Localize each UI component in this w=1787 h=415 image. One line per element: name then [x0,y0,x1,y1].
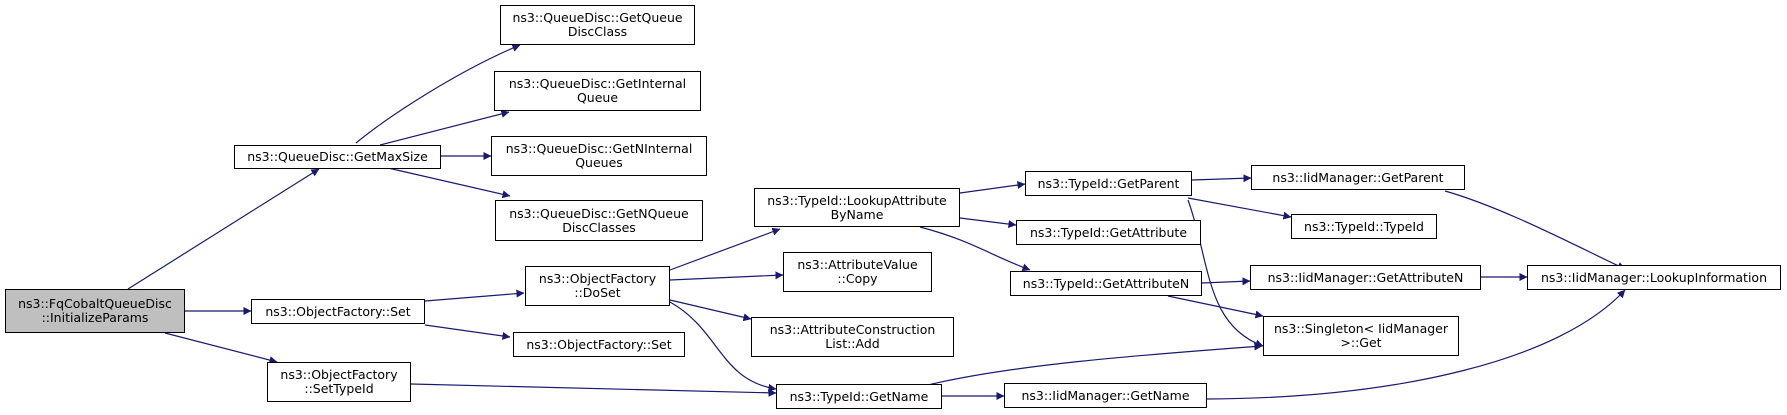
edge-set-to-set2 [424,324,511,340]
node-iidmanager-getparent[interactable]: ns3::IidManager::GetParent [1251,165,1465,190]
node-queuedisc-getqueuedisclass[interactable]: ns3::QueueDisc::GetQueue DiscClass [500,5,695,45]
node-typeid-getattribute[interactable]: ns3::TypeId::GetAttribute [1016,220,1201,245]
edge-doset-to-lookupattribute [669,227,781,271]
node-objectfactory-set[interactable]: ns3::ObjectFactory::Set [251,299,425,324]
node-label-line: ::SetTypeId [304,381,374,396]
node-label-line: ns3::ObjectFactory [280,367,398,382]
edge-getparent-to-typeid [1187,197,1292,220]
edge-getattributen-to-singleton [1167,295,1264,319]
node-iidmanager-lookupinformation[interactable]: ns3::IidManager::LookupInformation [1527,265,1781,290]
node-typeid-getparent[interactable]: ns3::TypeId::GetParent [1025,171,1192,196]
node-label-line: ns3::QueueDisc::GetMaxSize [247,149,428,164]
node-objectfactory-doset[interactable]: ns3::ObjectFactory ::DoSet [525,266,670,306]
edge-getname-to-singleton [927,342,1263,386]
node-label-line: ::Copy [837,271,878,286]
edge-doset-to-acladd [669,299,752,322]
node-label-line: ::InitializeParams [41,310,149,325]
node-label-line: ns3::IidManager::GetParent [1272,169,1444,185]
node-label-line: Queues [575,155,623,170]
edge-initparams-to-settypeid [164,332,278,364]
node-label-line: ns3::AttributeValue [797,257,918,272]
node-queuedisc-getninternalqueues[interactable]: ns3::QueueDisc::GetNInternal Queues [491,136,707,176]
node-label-line: ns3::TypeId::LookupAttribute [767,192,947,208]
node-label-line: ns3::TypeId::TypeId [1304,218,1424,234]
edge-getmaxsize-to-getinternalqueue [379,110,510,146]
node-label-line: ns3::TypeId::GetAttribute [1029,224,1188,240]
node-typeid-getname[interactable]: ns3::TypeId::GetName [776,384,942,409]
edge-doset-to-avcopy [669,271,784,281]
node-attributeconstructionlist-add[interactable]: ns3::AttributeConstruction List::Add [751,317,954,357]
edge-lookup-to-getattribute [959,217,1017,229]
edge-doset-to-getname [669,301,777,392]
node-iidmanager-getname[interactable]: ns3::IidManager::GetName [1004,383,1207,408]
edge-set-to-doset [424,289,525,302]
node-label-line: DiscClass [567,24,628,39]
edge-initparams-to-getmaxsize [127,168,320,290]
node-label-line: ns3::ObjectFactory::Set [526,336,672,352]
node-label-line: ::DoSet [574,285,621,300]
node-queuedisc-getnqueuedisclasses[interactable]: ns3::QueueDisc::GetNQueue DiscClasses [495,200,703,241]
node-queuedisc-getinternalqueue[interactable]: ns3::QueueDisc::GetInternal Queue [494,71,701,111]
node-objectfactory-settypeid[interactable]: ns3::ObjectFactory ::SetTypeId [267,362,411,402]
node-label-line: ns3::QueueDisc::GetQueue [512,10,683,25]
node-objectfactory-set-2[interactable]: ns3::ObjectFactory::Set [513,332,685,357]
node-label-line: ns3::ObjectFactory [538,271,657,286]
node-label-line: >::Get [1340,335,1382,350]
node-label-line: ns3::Singleton< IidManager [1273,321,1449,336]
node-attributevalue-copy[interactable]: ns3::AttributeValue ::Copy [783,252,932,292]
edge-getmaxsize-to-getnqueuedisclasses [387,167,511,199]
node-label-line: ns3::IidManager::LookupInformation [1540,269,1767,285]
node-label-line: ByName [830,206,884,222]
node-fq-cobalt-initialize-params: ns3::FqCobaltQueueDisc ::InitializeParam… [5,289,185,333]
node-label-line: ns3::IidManager::GetAttributeN [1267,269,1464,285]
node-label-line: ns3::QueueDisc::GetInternal [508,76,687,91]
node-typeid-typeid[interactable]: ns3::TypeId::TypeId [1291,214,1437,239]
node-iidmanager-getattributen[interactable]: ns3::IidManager::GetAttributeN [1250,265,1481,290]
node-label-line: ns3::AttributeConstruction [769,322,936,337]
edge-lookup-to-getparent [959,181,1026,194]
node-label-line: ns3::QueueDisc::GetNQueue [509,205,689,221]
node-label-line: ns3::QueueDisc::GetNInternal [505,141,693,156]
node-label-line: ns3::TypeId::GetAttributeN [1022,275,1190,291]
edge-lookup-to-getattributen [919,226,1031,272]
node-label-line: ns3::ObjectFactory::Set [265,303,411,319]
node-label-line: ns3::IidManager::GetName [1021,387,1190,403]
node-queuedisc-getmaxsize[interactable]: ns3::QueueDisc::GetMaxSize [234,145,441,169]
edge-settypeid-to-getname [410,383,777,397]
edge-getmaxsize-to-getqueuedisclass [355,44,521,144]
node-label-line: DiscClasses [562,219,636,235]
node-typeid-lookupattributebyname[interactable]: ns3::TypeId::LookupAttribute ByName [754,188,960,227]
edge-iidgetname-to-lookupinfo [1206,289,1626,400]
node-singleton-iidmanager-get[interactable]: ns3::Singleton< IidManager >::Get [1263,316,1459,356]
edge-iidgetparent-to-lookupinfo [1444,190,1626,270]
edge-getattributen-to-iidgetattributen [1201,277,1251,286]
node-label-line: ns3::TypeId::GetParent [1037,175,1180,191]
node-label-line: List::Add [825,336,880,351]
node-typeid-getattributen[interactable]: ns3::TypeId::GetAttributeN [1010,271,1202,296]
node-label-line: ns3::FqCobaltQueueDisc [18,296,172,311]
node-label-line: Queue [576,90,619,105]
node-label-line: ns3::TypeId::GetName [789,388,929,404]
edge-getparent-to-iidgetparent [1191,174,1252,183]
